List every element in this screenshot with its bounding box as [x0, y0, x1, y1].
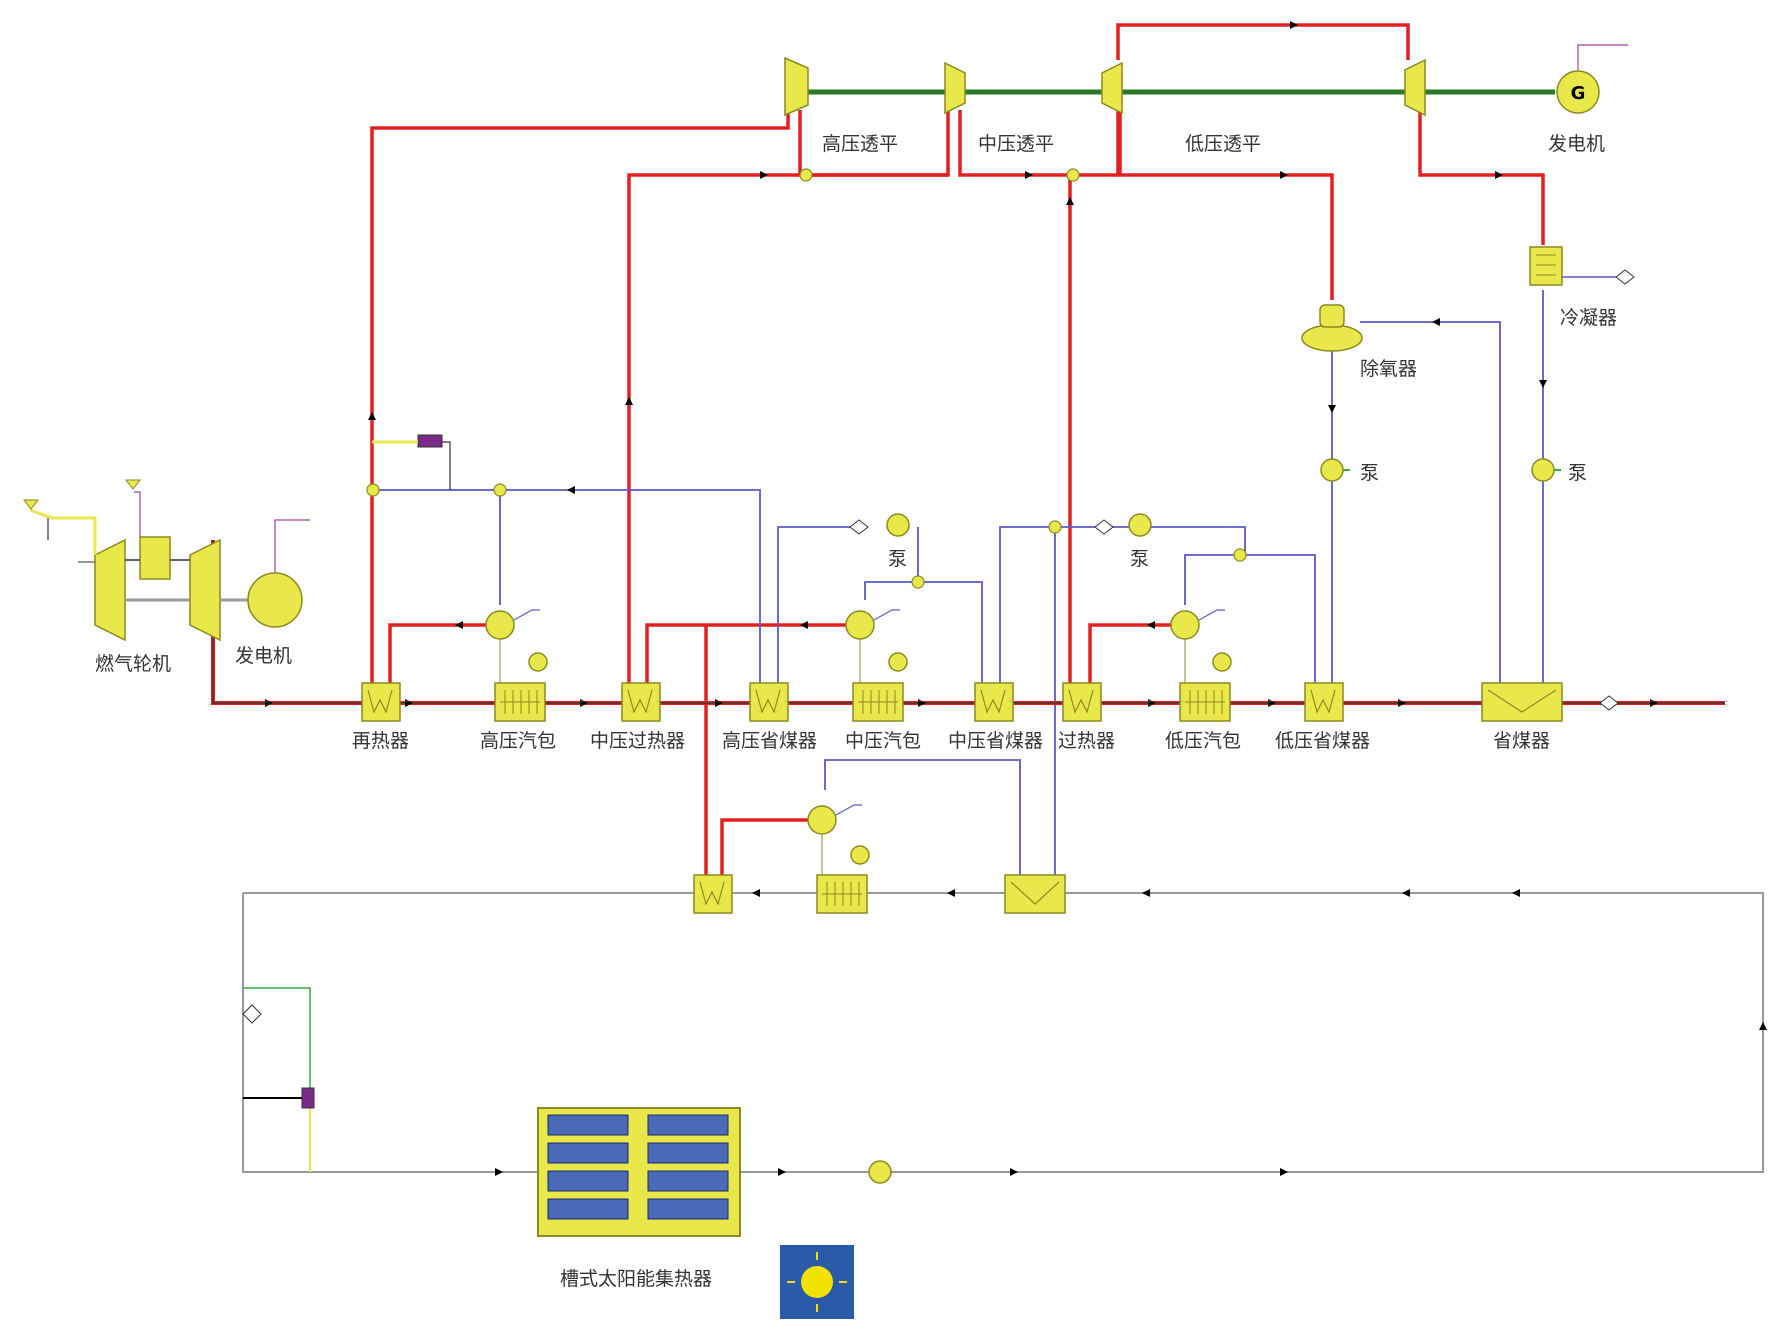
hp-economizer-label: 高压省煤器 [722, 730, 818, 752]
oil-control-line-green [243, 987, 311, 1095]
oil-loop [242, 892, 1764, 1173]
water-lines [375, 290, 1544, 895]
steam-line-ipdrum [645, 623, 852, 685]
hp-turbine-icon[interactable] [784, 56, 809, 117]
stack-outlet-icon [1599, 695, 1619, 711]
water-line-hp-feed [375, 489, 761, 690]
economizer-box[interactable] [1481, 682, 1563, 722]
ip-drum-icon[interactable] [845, 609, 908, 722]
generator-symbol: G [1571, 83, 1586, 104]
hp-drum-icon[interactable] [485, 609, 548, 722]
steam-line-reheater-hp [370, 90, 790, 685]
water-line-recirc [1360, 321, 1501, 690]
pump-cond-label: 泵 [1568, 462, 1588, 484]
steam-line-hpdrum [388, 623, 495, 685]
lp-economizer-label: 低压省煤器 [1275, 730, 1371, 752]
oil-valve-icon[interactable] [242, 1004, 315, 1109]
solar-drum-icon[interactable] [807, 804, 870, 914]
solar-superheater-box[interactable] [693, 874, 733, 914]
drum-evaporators[interactable] [485, 609, 1232, 914]
flue-gas-line [211, 540, 1725, 705]
ip-turbine-icon[interactable] [944, 61, 966, 115]
hp-turbine-label: 高压透平 [822, 133, 899, 155]
lp-turbine-label: 低压透平 [1185, 133, 1262, 155]
condensate-pump-icon[interactable] [1531, 458, 1561, 482]
economizer-label: 省煤器 [1493, 730, 1551, 752]
steam-line-crossover [1116, 23, 1410, 60]
water-line-solar-feed [824, 759, 1021, 895]
attemperator-valve-icon[interactable] [372, 434, 451, 490]
deaerator-label: 除氧器 [1360, 358, 1418, 380]
ip-feed-pump-icon[interactable] [1094, 513, 1152, 537]
reheater-label: 再热器 [352, 730, 410, 752]
solar-collector-icon[interactable] [537, 1107, 741, 1237]
gas-turbine-label: 燃气轮机 [95, 653, 172, 675]
pump-hp-label: 泵 [888, 548, 908, 570]
water-line-hpecon [777, 526, 850, 690]
pump-ip-label: 泵 [1130, 548, 1150, 570]
ip-turbine-label: 中压透平 [978, 133, 1055, 155]
lp-turbine-icon-1[interactable] [1101, 61, 1123, 115]
solar-economizer-box[interactable] [1004, 874, 1066, 914]
gas-turbine-icon[interactable] [22, 479, 221, 642]
lp-feed-pump-icon[interactable] [1320, 458, 1350, 482]
steam-line-lpdrum [1088, 623, 1185, 685]
hx-zigzags [367, 689, 1557, 906]
gt-generator-label: 发电机 [235, 645, 293, 667]
st-generator-label: 发电机 [1548, 133, 1606, 155]
steam-line-ipsh-ip [627, 95, 950, 685]
hp-drum-label: 高压汽包 [480, 730, 557, 752]
deaerator-icon[interactable] [1301, 304, 1363, 352]
lp-drum-icon[interactable] [1170, 609, 1232, 722]
water-line-ip-feed [864, 581, 983, 690]
ip-economizer-label: 中压省煤器 [948, 730, 1044, 752]
water-line-ip-top [999, 526, 1246, 690]
lp-turbine-icon-2[interactable] [1404, 58, 1426, 117]
oil-pump-icon[interactable] [868, 1160, 892, 1184]
gt-generator-icon[interactable] [220, 519, 310, 628]
steam-line-to-condenser [1418, 110, 1545, 245]
condenser-icon[interactable] [1529, 246, 1635, 286]
steam-line-to-deaerator [1118, 110, 1334, 300]
condenser-label: 冷凝器 [1560, 307, 1618, 329]
solar-collector-label: 槽式太阳能集热器 [560, 1268, 713, 1290]
steam-line-ip-exhaust [958, 95, 1120, 177]
water-line-lp-feed [1184, 554, 1316, 690]
superheater-label: 过热器 [1058, 730, 1116, 752]
lp-drum-label: 低压汽包 [1165, 730, 1242, 752]
st-generator-icon[interactable] [1556, 44, 1628, 114]
mixer-nodes [366, 168, 1247, 589]
pump-lp-feed-label: 泵 [1360, 462, 1380, 484]
ip-drum-label: 中压汽包 [845, 730, 922, 752]
steam-line-solar-drum [720, 818, 822, 875]
hp-feed-pump-icon[interactable] [849, 513, 910, 537]
sun-icon [780, 1245, 854, 1319]
ip-superheater-label: 中压过热器 [590, 730, 686, 752]
flow-arrows [265, 21, 1767, 1176]
